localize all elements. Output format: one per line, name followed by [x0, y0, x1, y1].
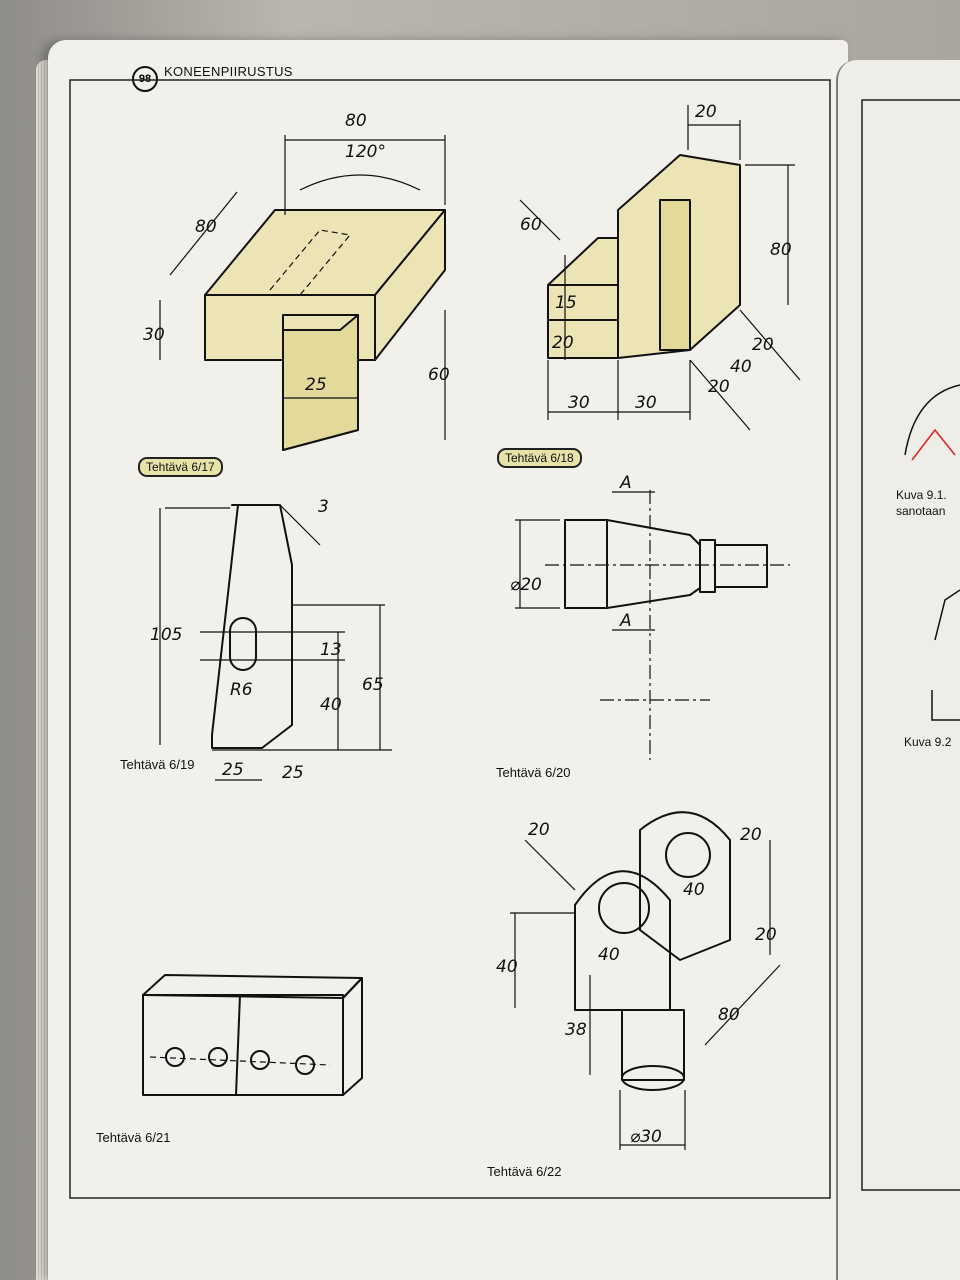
dim-6-18-f: 30	[568, 393, 590, 413]
next-page-figures	[904, 384, 960, 721]
dim-6-22-i: ⌀30	[630, 1127, 662, 1147]
dim-6-20-a: A	[619, 473, 632, 493]
next-page-frame	[861, 99, 960, 1191]
dim-6-19-g: 25	[222, 760, 244, 780]
caption-6-22: Tehtävä 6/22	[487, 1164, 562, 1179]
dim-6-19-e: 40	[320, 695, 342, 715]
drawing-6-19	[211, 504, 293, 749]
caption-6-17: Tehtävä 6/17	[138, 457, 223, 477]
dim-6-18-j: 20	[752, 335, 774, 355]
dim-6-22-a: 20	[528, 820, 550, 840]
page-number: 98	[132, 66, 158, 92]
drawing-6-22	[574, 811, 731, 1091]
drawing-6-17	[204, 209, 446, 451]
dim-6-18-a: 20	[695, 102, 717, 122]
dim-6-17-c: 80	[195, 217, 217, 237]
dim-6-19-b: 105	[150, 625, 182, 645]
dim-6-22-c: 40	[683, 880, 705, 900]
dim-6-18-i: 40	[730, 357, 752, 377]
dim-6-22-h: 80	[718, 1005, 740, 1025]
dim-6-22-f: 40	[496, 957, 518, 977]
dim-6-17-b: 120°	[345, 142, 386, 162]
caption-6-19: Tehtävä 6/19	[120, 757, 195, 772]
chapter-title: KONEENPIIRUSTUS	[164, 64, 293, 79]
dim-6-19-a: 3	[318, 497, 329, 517]
dim-6-17-a: 80	[345, 111, 367, 131]
drawing-6-21	[142, 974, 363, 1096]
dim-6-18-c: 80	[770, 240, 792, 260]
caption-6-18: Tehtävä 6/18	[497, 448, 582, 468]
dim-6-18-d: 15	[555, 293, 577, 313]
dim-6-18-h: 20	[708, 377, 730, 397]
caption-6-21: Tehtävä 6/21	[96, 1130, 171, 1145]
caption-6-20: Tehtävä 6/20	[496, 765, 571, 780]
dim-6-22-e: 20	[755, 925, 777, 945]
dim-6-22-d: 40	[598, 945, 620, 965]
dim-6-17-f: 25	[305, 375, 327, 395]
next-page-caption-2: sanotaan	[896, 504, 946, 518]
dim-6-20-b: A	[619, 611, 632, 631]
next-page	[836, 60, 960, 1280]
drawing-6-18	[547, 154, 741, 359]
dim-6-20-c: ⌀20	[510, 575, 542, 595]
dim-6-18-e: 20	[552, 333, 574, 353]
page-frame	[69, 79, 831, 1199]
dim-6-19-c: 13	[320, 640, 342, 660]
dim-6-17-d: 30	[143, 325, 165, 345]
dim-6-18-g: 30	[635, 393, 657, 413]
next-page-caption-3: Kuva 9.2	[904, 735, 952, 749]
dim-6-19-f: R6	[230, 680, 253, 700]
dim-6-22-g: 38	[565, 1020, 587, 1040]
drawing-6-20	[564, 519, 768, 609]
dim-6-19-d: 65	[362, 675, 384, 695]
dim-6-22-b: 20	[740, 825, 762, 845]
next-page-caption-1: Kuva 9.1.	[896, 488, 947, 502]
dim-6-19-h: 25	[282, 763, 304, 783]
dim-6-18-b: 60	[520, 215, 542, 235]
dim-6-17-e: 60	[428, 365, 450, 385]
